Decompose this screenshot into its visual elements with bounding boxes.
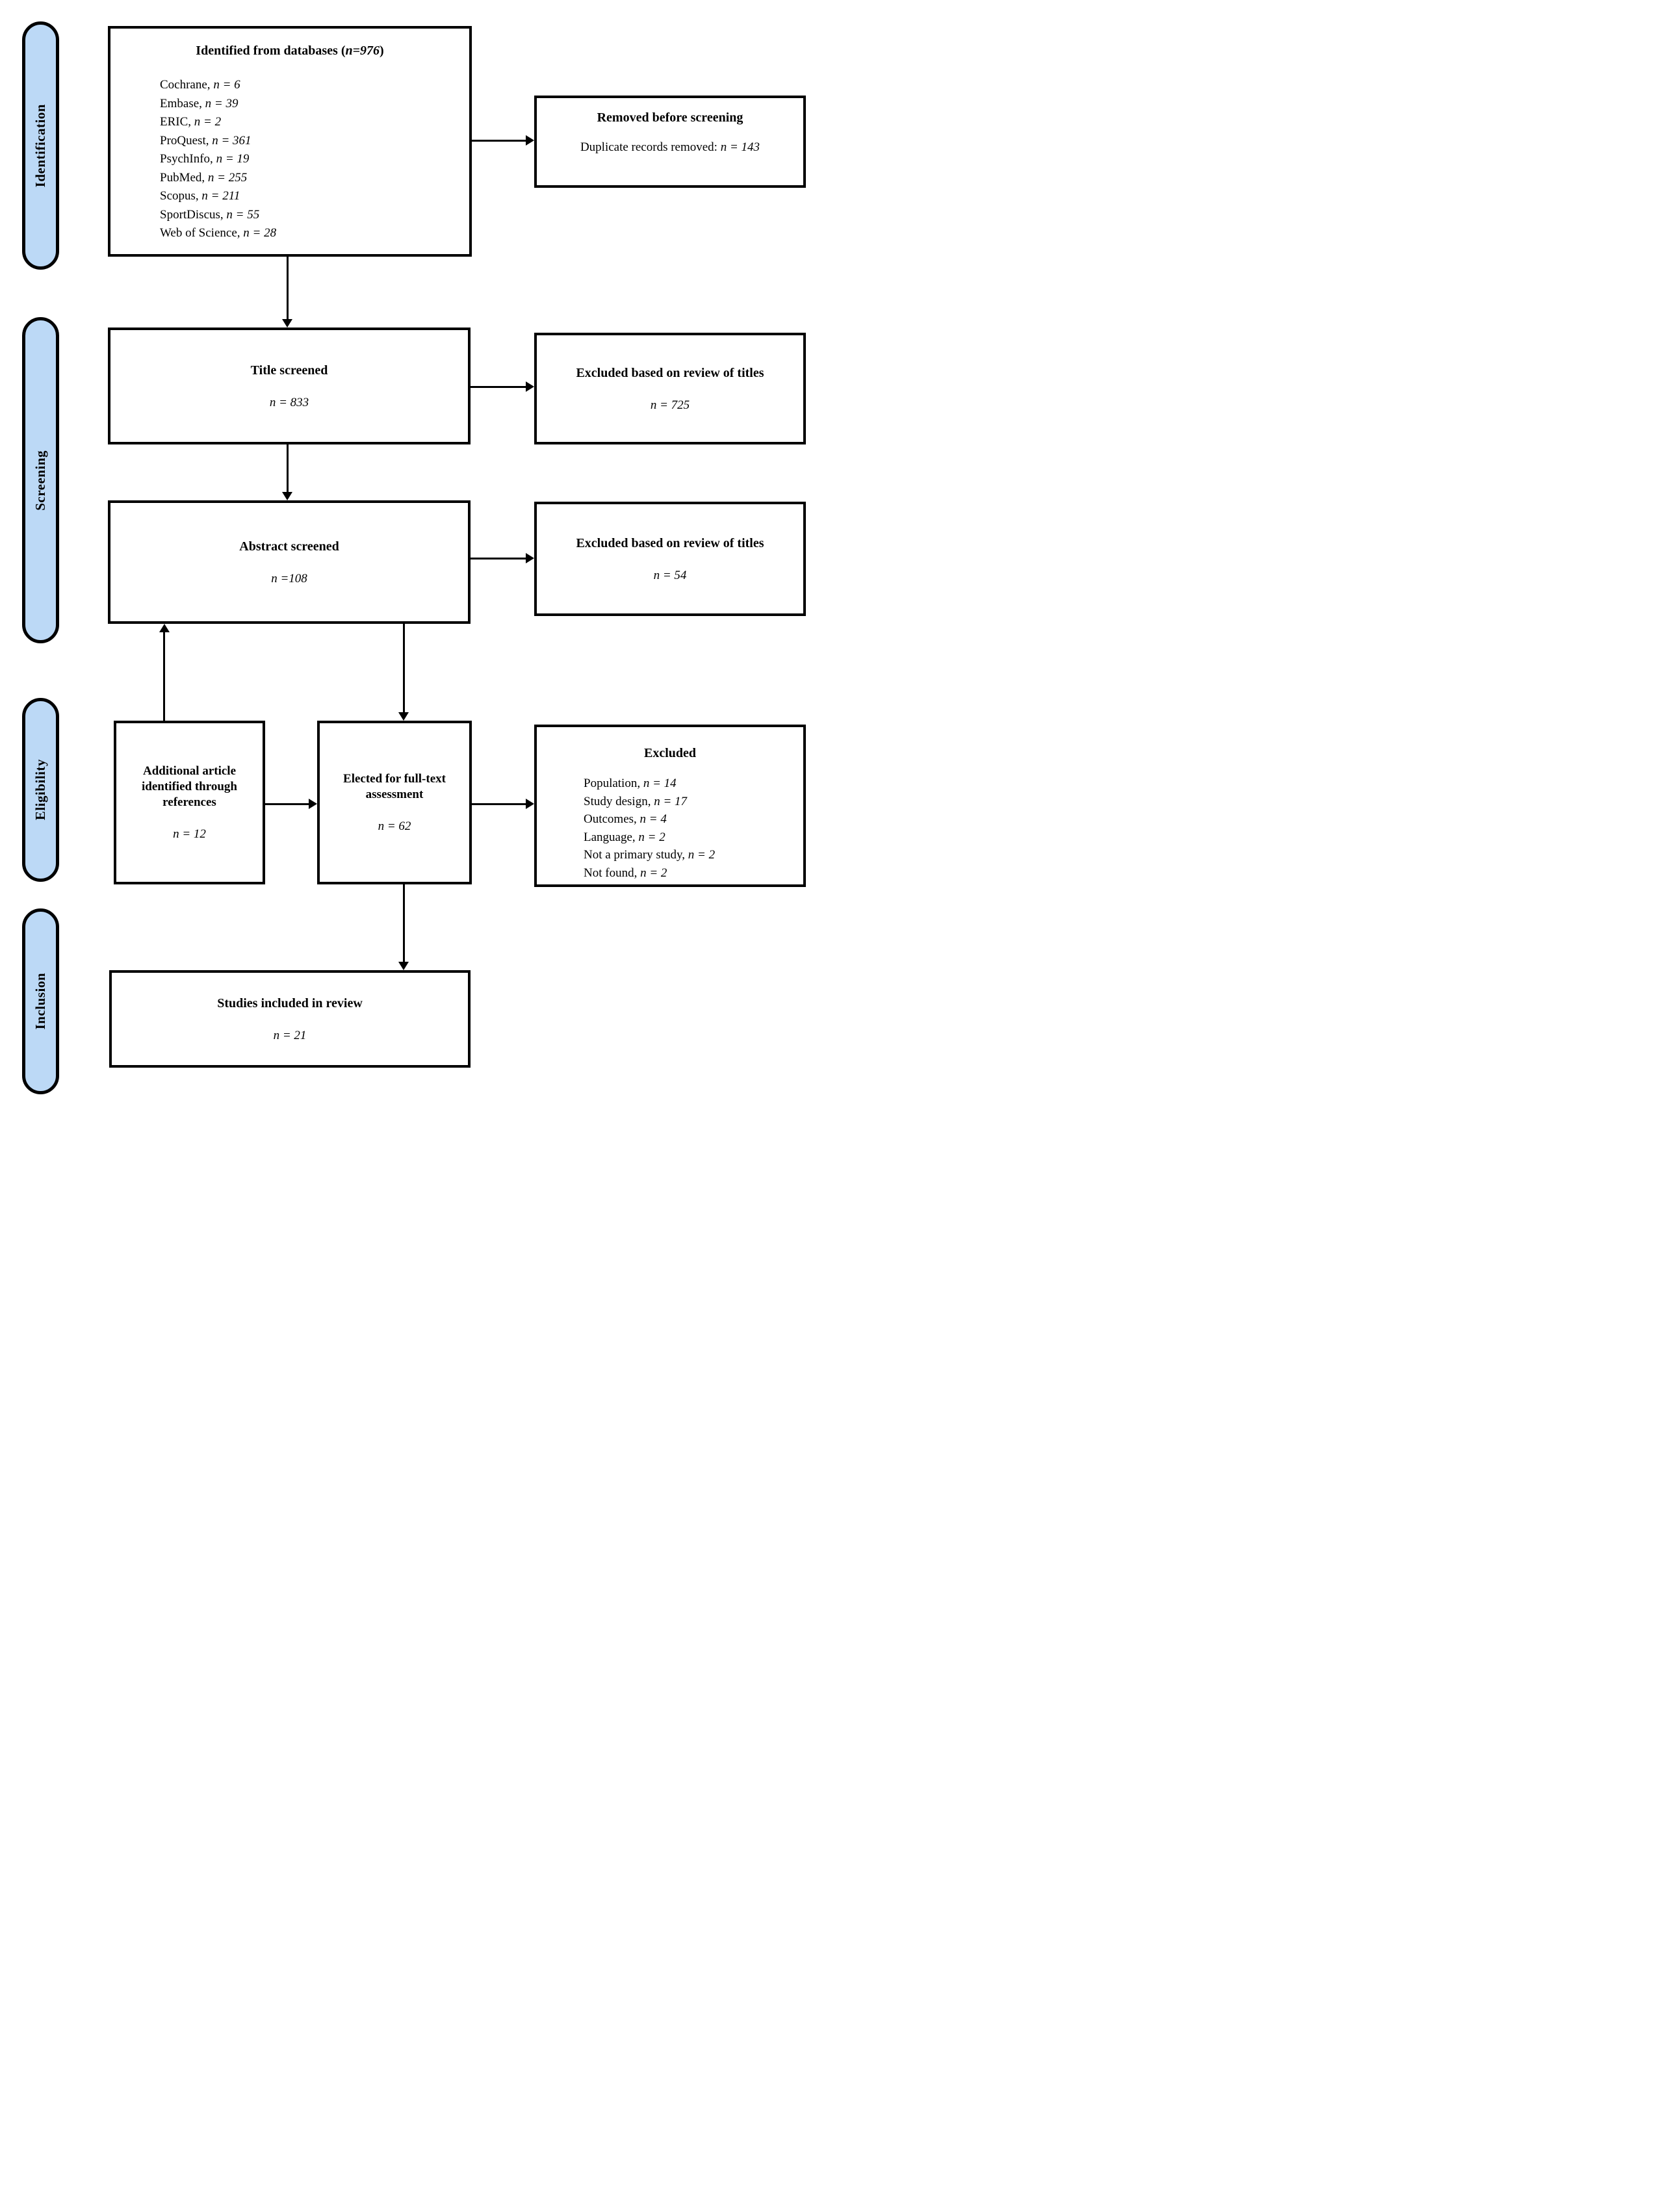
database-count-line: Scopus, n = 211: [160, 189, 240, 203]
exclusion-reason-line: Outcomes, n = 4: [584, 812, 667, 827]
stage-label: Eligibility: [32, 759, 48, 821]
box-studies-included: Studies included in review n = 21: [109, 970, 471, 1068]
stage-pill-identification: Identification: [22, 21, 59, 270]
exclusion-reason-line: Not a primary study, n = 2: [584, 848, 716, 862]
exclusion-reason-list: Population, n = 14 Study design, n = 17 …: [584, 775, 715, 882]
stage-label: Inclusion: [32, 973, 48, 1030]
stage-pill-inclusion: Inclusion: [22, 908, 59, 1094]
database-count-line: SportDiscus, n = 55: [160, 207, 260, 222]
box-title: Removed before screening: [597, 110, 743, 125]
box-title: Identified from databases (n=976): [196, 44, 384, 58]
database-count-line: PsychInfo, n = 19: [160, 152, 250, 166]
database-list: Cochrane, n = 6 Embase, n = 39 ERIC, n =…: [160, 76, 276, 243]
box-title-screened: Title screened n = 833: [108, 328, 471, 444]
box-excluded-review-titles-1: Excluded based on review of titles n = 7…: [534, 333, 806, 444]
stage-pill-screening: Screening: [22, 317, 59, 643]
box-count: n = 21: [273, 1028, 307, 1042]
box-title: Abstract screened: [239, 539, 339, 554]
stage-pill-eligibility: Eligibility: [22, 698, 59, 882]
prisma-flow-diagram: Identification Screening Eligibility Inc…: [0, 0, 833, 1106]
box-title: Additional article identified through re…: [142, 764, 237, 809]
box-count: n =108: [271, 571, 307, 585]
database-count-line: Web of Science, n = 28: [160, 226, 277, 240]
box-abstract-screened: Abstract screened n =108: [108, 500, 471, 624]
box-additional-articles-references: Additional article identified through re…: [114, 721, 265, 884]
exclusion-reason-line: Language, n = 2: [584, 830, 665, 844]
box-excluded-review-titles-2: Excluded based on review of titles n = 5…: [534, 502, 806, 616]
box-title: Studies included in review: [217, 996, 363, 1010]
box-title: Excluded based on review of titles: [576, 365, 764, 380]
exclusion-reason-line: Population, n = 14: [584, 777, 677, 790]
box-title: Excluded based on review of titles: [576, 535, 764, 550]
box-title: Excluded: [643, 746, 697, 760]
box-removed-before-screening: Removed before screening Duplicate recor…: [534, 96, 806, 188]
box-count: n = 12: [173, 827, 206, 841]
box-title: Title screened: [250, 363, 328, 378]
database-count-line: PubMed, n = 255: [160, 170, 248, 185]
box-excluded-full-text: Excluded Population, n = 14 Study design…: [534, 725, 806, 887]
stage-label: Identification: [32, 103, 48, 188]
exclusion-reason-line: Not found, n = 2: [584, 866, 667, 880]
database-count-line: ProQuest, n = 361: [160, 133, 252, 148]
exclusion-reason-line: Study design, n = 17: [584, 794, 688, 808]
box-count: n = 725: [650, 398, 690, 412]
box-count: n = 54: [653, 568, 687, 582]
database-count-line: Cochrane, n = 6: [160, 78, 240, 92]
box-title: Elected for full-text assessment: [343, 772, 446, 801]
duplicates-removed-line: Duplicate records removed: n = 143: [580, 140, 760, 154]
database-count-line: Embase, n = 39: [160, 96, 239, 110]
box-full-text-assessment: Elected for full-text assessment n = 62: [317, 721, 472, 884]
stage-label: Screening: [32, 450, 48, 511]
box-identified-from-databases: Identified from databases (n=976) Cochra…: [108, 26, 472, 257]
database-count-line: ERIC, n = 2: [160, 115, 222, 129]
box-count: n = 833: [269, 395, 309, 409]
box-count: n = 62: [378, 819, 411, 833]
